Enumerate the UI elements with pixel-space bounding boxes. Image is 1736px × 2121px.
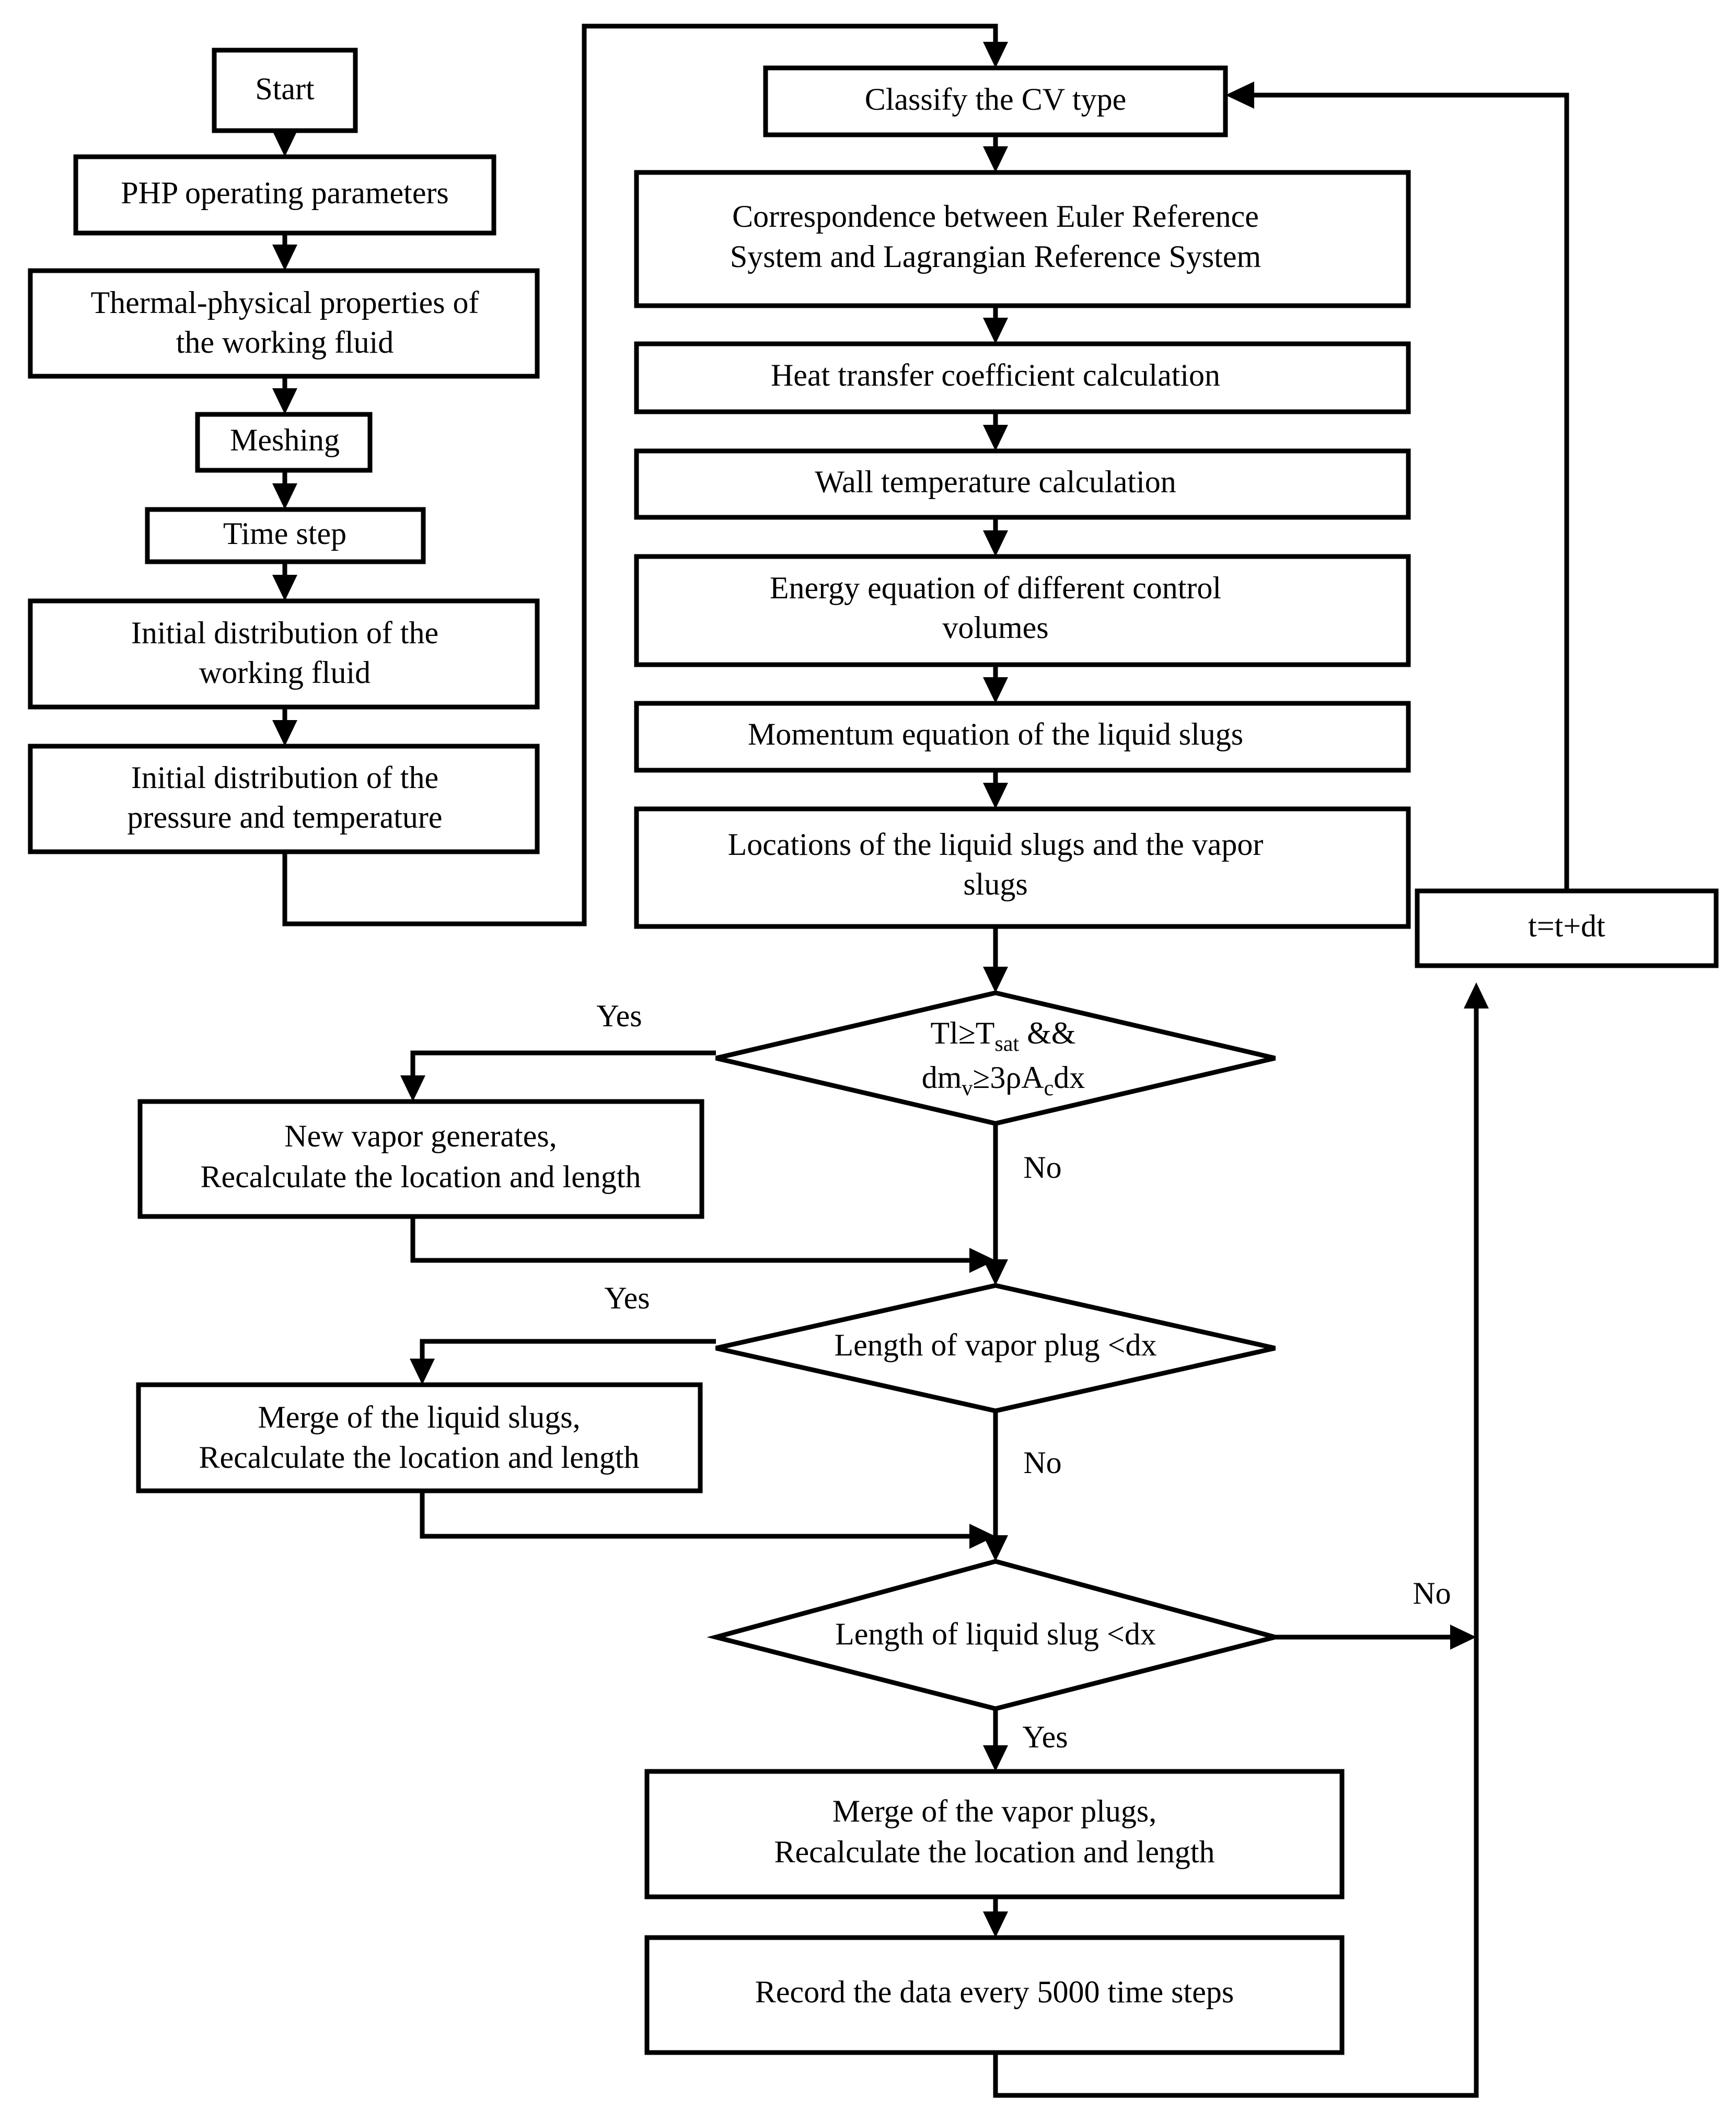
edge-walltemp-to-energy <box>983 517 1008 557</box>
label-wall-temperature: Wall temperature calculation <box>815 465 1176 499</box>
node-start[interactable] <box>212 48 358 133</box>
edge-decision3-no-to-feedback <box>1275 1625 1476 1650</box>
label-initial-fluid-line2: working fluid <box>199 655 371 690</box>
edge-correspondence-to-htc <box>983 306 1008 344</box>
node-decision-vapor-plug-length[interactable] <box>715 1283 1276 1413</box>
decision1-l2-part3: dx <box>1054 1060 1085 1095</box>
node-decision-liquid-slug-length[interactable] <box>707 1559 1284 1711</box>
label-thermal-physical-line2: the working fluid <box>176 325 394 360</box>
edge-label-yes-liquid-slug: Yes <box>1022 1720 1068 1754</box>
label-time-step: Time step <box>223 516 346 551</box>
label-thermal-physical-line1: Thermal-physical properties of <box>90 285 479 320</box>
label-merge-vapor-line1: Merge of the vapor plugs, <box>832 1794 1156 1828</box>
edge-label-no-liquid-slug: No <box>1413 1576 1451 1610</box>
label-correspondence-line1: Correspondence between Euler Reference <box>732 199 1259 234</box>
edge-decision3-yes-to-mergevapor <box>983 1709 1008 1771</box>
node-time-step[interactable] <box>145 507 426 564</box>
label-decision-vapor-plug: Length of vapor plug <dx <box>834 1328 1156 1362</box>
edge-locations-to-decision1 <box>983 926 1008 993</box>
node-locations-liquid-vapor-slugs[interactable] <box>634 806 1411 929</box>
label-meshing: Meshing <box>230 423 340 457</box>
label-merge-liquid-line2: Recalculate the location and length <box>199 1440 640 1475</box>
decision1-l2-sub2: c <box>1044 1076 1054 1100</box>
edge-decision2-no-to-decision3 <box>983 1411 1008 1561</box>
edge-timeadvance-to-classify <box>1225 82 1569 891</box>
label-momentum-equation: Momentum equation of the liquid slugs <box>748 717 1243 751</box>
label-initial-pt-line2: pressure and temperature <box>127 800 442 835</box>
edge-newvapor-to-trunk <box>410 1216 996 1273</box>
edge-timestep-to-initfluid <box>272 562 297 601</box>
edge-thermal-to-meshing <box>272 376 297 414</box>
edge-label-no-vapor-generation: No <box>1023 1150 1061 1185</box>
label-locations-line1: Locations of the liquid slugs and the va… <box>728 827 1264 862</box>
node-decision-vapor-generation[interactable] <box>715 990 1276 1126</box>
edge-decision1-no-to-decision2 <box>983 1123 1008 1285</box>
label-initial-pt-line1: Initial distribution of the <box>131 760 438 795</box>
node-meshing[interactable] <box>195 412 373 473</box>
label-energy-equation-line1: Energy equation of different control <box>770 571 1221 605</box>
edge-mergeliquid-to-trunk <box>420 1491 996 1549</box>
decision1-l2-part2: ≥3ρA <box>973 1060 1044 1095</box>
edge-initfluid-to-initpt <box>272 707 297 746</box>
decision1-l2-sub1: v <box>962 1076 973 1100</box>
label-start: Start <box>255 72 315 106</box>
label-record-data: Record the data every 5000 time steps <box>755 1975 1234 2009</box>
node-correspondence-euler-lagrangian[interactable] <box>634 170 1411 308</box>
label-locations-line2: slugs <box>963 867 1027 901</box>
node-initial-distribution-working-fluid[interactable] <box>28 598 540 710</box>
edge-initpt-to-classify <box>282 24 1008 926</box>
edge-start-to-php <box>272 131 297 157</box>
node-heat-transfer-coefficient[interactable] <box>634 341 1411 414</box>
label-energy-equation-line2: volumes <box>942 610 1048 645</box>
edge-label-no-vapor-plug: No <box>1023 1445 1061 1480</box>
node-momentum-equation[interactable] <box>634 701 1411 773</box>
label-new-vapor-line2: Recalculate the location and length <box>201 1160 641 1194</box>
edge-php-to-thermal <box>272 233 297 271</box>
edge-record-to-timeadvance <box>993 982 1489 2098</box>
label-merge-vapor-line2: Recalculate the location and length <box>774 1835 1215 1869</box>
node-php-operating-parameters[interactable] <box>73 154 496 236</box>
node-initial-distribution-pressure-temperature[interactable] <box>28 744 540 854</box>
label-time-advance: t=t+dt <box>1528 909 1605 943</box>
label-classify-cv-type: Classify the CV type <box>865 82 1127 117</box>
node-merge-liquid-slugs[interactable] <box>136 1382 703 1493</box>
node-wall-temperature[interactable] <box>634 448 1411 520</box>
edge-classify-to-correspondence <box>983 135 1008 172</box>
edge-decision2-yes-to-mergeliquid <box>410 1339 716 1385</box>
label-heat-transfer-coefficient: Heat transfer coefficient calculation <box>771 358 1220 392</box>
edge-energy-to-momentum <box>983 665 1008 703</box>
node-merge-vapor-plugs[interactable] <box>644 1769 1345 1899</box>
label-decision-vapor-generation-line1: Tl≥Tsat && <box>876 1016 1115 1056</box>
node-time-advance[interactable] <box>1415 888 1719 968</box>
edge-decision1-yes-to-newvapor <box>400 1050 716 1102</box>
edge-label-yes-vapor-generation: Yes <box>596 999 642 1033</box>
decision1-l1-part2: && <box>1019 1016 1075 1050</box>
node-record-data[interactable] <box>644 1935 1345 2055</box>
decision1-l1-part1: Tl≥T <box>931 1016 995 1050</box>
label-php-operating-parameters: PHP operating parameters <box>121 176 449 210</box>
edge-meshing-to-timestep <box>272 470 297 509</box>
edge-htc-to-walltemp <box>983 412 1008 451</box>
decision1-l1-sub: sat <box>994 1032 1019 1056</box>
decision1-l2-part1: dm <box>922 1060 962 1095</box>
label-initial-fluid-line1: Initial distribution of the <box>131 616 438 650</box>
edge-mergevapor-to-record <box>983 1897 1008 1938</box>
node-new-vapor-generates[interactable] <box>137 1099 704 1219</box>
node-classify-cv-type[interactable] <box>763 65 1228 137</box>
label-correspondence-line2: System and Lagrangian Reference System <box>730 239 1261 274</box>
node-energy-equation[interactable] <box>634 554 1411 667</box>
label-decision-vapor-generation-line2: dmv≥3ρAcdx <box>867 1060 1125 1100</box>
label-merge-liquid-line1: Merge of the liquid slugs, <box>258 1400 580 1434</box>
node-thermal-physical-properties[interactable] <box>28 268 540 379</box>
label-new-vapor-line1: New vapor generates, <box>284 1119 557 1153</box>
edge-label-yes-vapor-plug: Yes <box>604 1281 650 1315</box>
edge-momentum-to-locations <box>983 770 1008 809</box>
label-decision-liquid-slug: Length of liquid slug <dx <box>835 1617 1156 1651</box>
